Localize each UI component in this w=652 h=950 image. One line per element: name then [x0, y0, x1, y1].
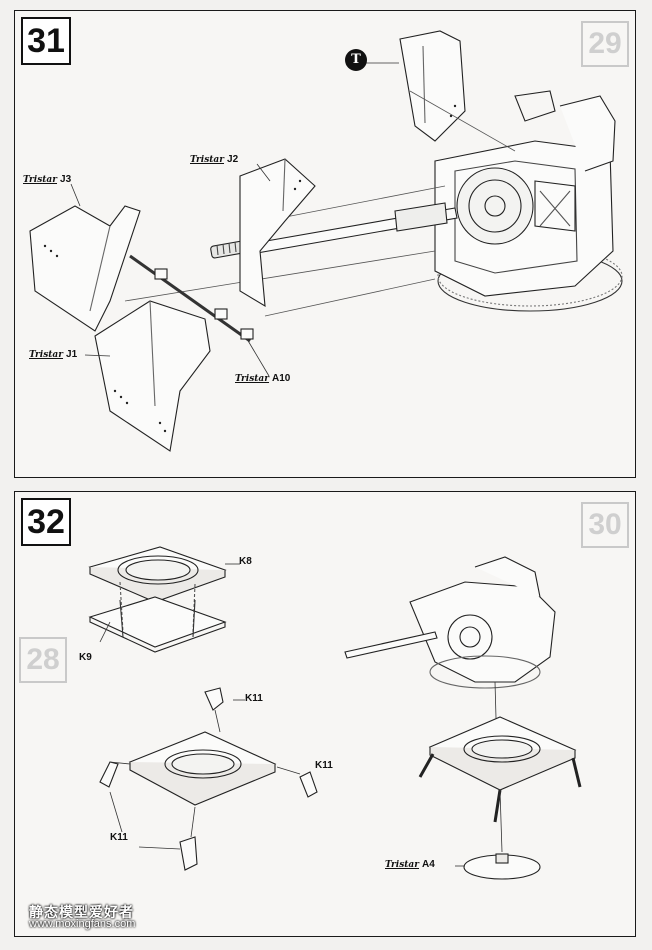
step-32-panel: 32 30 28 — [14, 491, 636, 937]
mounting-rail — [129, 254, 251, 343]
step-number: 32 — [21, 498, 71, 546]
part-label-k8: K8 — [239, 556, 252, 567]
gun-assembly-illustration — [29, 30, 623, 452]
gun-assembled — [409, 581, 556, 683]
shield-j2 — [239, 158, 316, 308]
shield-j1 — [94, 300, 211, 452]
leg-k11-top — [204, 687, 224, 711]
leg-k11-right — [299, 771, 318, 798]
plate-k9 — [88, 596, 227, 648]
shield-t — [399, 30, 466, 142]
part-label-k11-top: K11 — [245, 693, 263, 704]
watermark: 静态模型爱好者 www.moxingfans.com — [29, 904, 136, 930]
ghost-step-number: 29 — [581, 21, 629, 67]
platform-assembly-illustration — [88, 546, 582, 880]
part-label-k9: K9 — [79, 652, 92, 663]
leg-k11-bottom — [179, 836, 198, 871]
step-number: 31 — [21, 17, 71, 65]
step-31-panel: 31 29 — [14, 10, 636, 478]
part-label-k11-bottom: K11 — [110, 832, 128, 843]
ghost-step-number: 30 — [581, 502, 629, 548]
leg-k11-left — [99, 761, 119, 788]
callout-badge-t: T — [345, 49, 367, 71]
ghost-step-number-left: 28 — [19, 637, 67, 683]
part-label-k11-right: K11 — [315, 760, 333, 771]
shield-j3 — [29, 205, 141, 332]
